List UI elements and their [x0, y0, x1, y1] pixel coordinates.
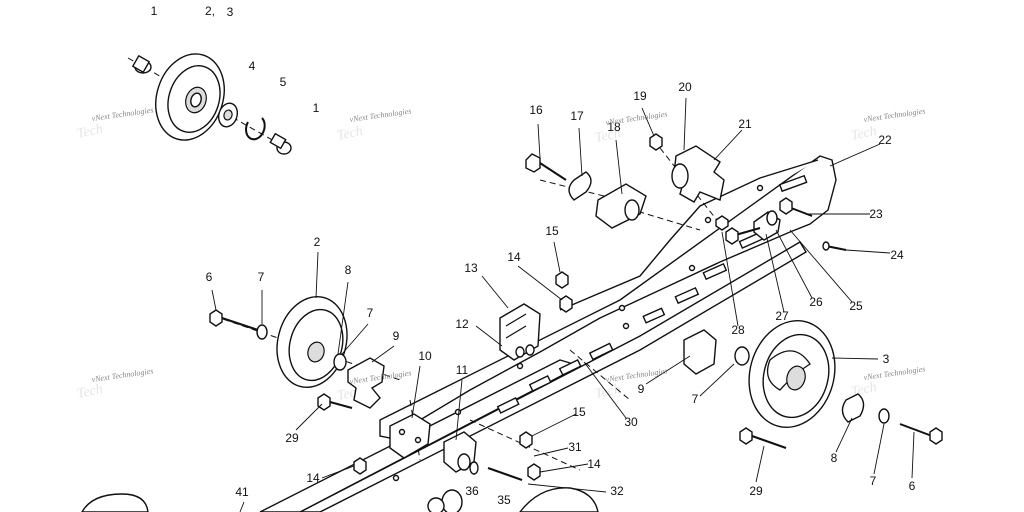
- callout-18-8: 18: [607, 120, 621, 134]
- rail-slots: [496, 174, 808, 414]
- callout-6-25: 6: [206, 270, 213, 284]
- callout-17-7: 17: [570, 109, 584, 123]
- mid-idler-wheel-assembly: [209, 251, 401, 431]
- callout-3-19: 3: [883, 352, 890, 366]
- callout-3-2: 3: [227, 5, 234, 19]
- spacer-36: [441, 489, 463, 512]
- watermark-text: vNext Technologies: [863, 106, 926, 124]
- upper-idler-wheel-assembly: [127, 53, 292, 155]
- bushing-17: [568, 171, 592, 201]
- callout-27-17: 27: [775, 309, 789, 323]
- watermark-text: vNext Technologies: [91, 105, 154, 123]
- callout-10-30: 10: [418, 349, 432, 363]
- callout-21-11: 21: [738, 117, 752, 131]
- callout-14-39: 14: [587, 457, 601, 471]
- callout-32-40: 32: [610, 484, 624, 498]
- callout-41-47: 41: [235, 485, 249, 499]
- callout-7-45: 7: [870, 474, 877, 488]
- callout-9-29: 9: [393, 329, 400, 343]
- callout-11-31: 11: [456, 363, 469, 377]
- bottom-partial-parts: [81, 487, 599, 512]
- callout-13-22: 13: [464, 261, 478, 275]
- callout-5-4: 5: [280, 75, 287, 89]
- washer-7-mid: [333, 353, 347, 371]
- bolt-6-left: [209, 309, 223, 327]
- svg-text:Tech: Tech: [594, 382, 622, 402]
- callout-4-3: 4: [249, 59, 256, 73]
- callout-1-0: 1: [151, 4, 158, 18]
- rear-wheel-3: [748, 320, 879, 428]
- bolt-29-right: [739, 427, 753, 445]
- callout-36-41: 36: [465, 484, 479, 498]
- watermark-text: vNext Technologies: [605, 109, 668, 127]
- callout-23-13: 23: [869, 207, 883, 221]
- callout-14-21: 14: [507, 250, 521, 264]
- callout-1-5: 1: [313, 101, 320, 115]
- callout-31-38: 31: [568, 440, 582, 454]
- svg-text:Tech: Tech: [594, 126, 622, 146]
- callout-30-36: 30: [624, 415, 638, 429]
- svg-text:Tech: Tech: [76, 382, 104, 402]
- callout-28-18: 28: [731, 323, 745, 337]
- callout-6-46: 6: [909, 479, 916, 493]
- rail-lower-bar: [299, 241, 807, 512]
- upper-right-hardware: [525, 97, 891, 327]
- snap-ring-5: [245, 117, 266, 141]
- watermark-text: vNext Technologies: [605, 366, 668, 384]
- nut-14-lower: [527, 463, 541, 481]
- callout-22-12: 22: [878, 133, 892, 147]
- callout-15-20: 15: [545, 224, 559, 238]
- center-hardware: [239, 241, 943, 512]
- callout-29-43: 29: [749, 484, 763, 498]
- bracket-9: [347, 357, 385, 409]
- svg-text:Tech: Tech: [850, 124, 878, 144]
- svg-text:Tech: Tech: [336, 124, 364, 144]
- watermark-text: vNext Technologies: [349, 106, 412, 124]
- callout-9-34: 9: [638, 382, 645, 396]
- callout-14-33: 14: [306, 471, 320, 485]
- callout-15-37: 15: [572, 405, 586, 419]
- bolt-16: [525, 153, 541, 173]
- nut-14-lower-left: [353, 457, 367, 475]
- callout-2-1: 2,: [205, 4, 215, 18]
- callout-16-6: 16: [529, 103, 543, 117]
- callout-7-35: 7: [692, 392, 699, 406]
- nut-14-top: [559, 295, 573, 313]
- callout-29-32: 29: [285, 431, 299, 445]
- callout-19-9: 19: [633, 89, 647, 103]
- bracket-9-right: [683, 329, 717, 375]
- callout-20-10: 20: [678, 80, 692, 94]
- bolt-6-right: [929, 427, 943, 445]
- watermark-text: vNext Technologies: [863, 364, 926, 382]
- callout-7-28: 7: [367, 306, 374, 320]
- spacer-8-right: [841, 393, 865, 423]
- nut-19: [649, 133, 663, 151]
- callout-12-23: 12: [455, 317, 469, 331]
- callout-25-15: 25: [849, 299, 863, 313]
- svg-text:Tech: Tech: [76, 122, 104, 142]
- washer-7-far: [878, 408, 890, 424]
- callout-2-24: 2: [314, 235, 321, 249]
- bolt-29-left: [317, 393, 331, 411]
- callout-24-14: 24: [890, 248, 904, 262]
- callout-8-44: 8: [831, 451, 838, 465]
- callout-8-27: 8: [345, 263, 352, 277]
- nut-15-lower: [519, 431, 533, 449]
- nut-15-top: [555, 271, 569, 289]
- bolt-28: [725, 227, 739, 245]
- washer-7-left: [256, 324, 268, 340]
- callout-26-16: 26: [809, 295, 823, 309]
- callout-7-26: 7: [258, 270, 265, 284]
- watermark-text: vNext Technologies: [91, 366, 154, 384]
- bracket-10: [389, 413, 431, 459]
- washer-7-right: [734, 346, 750, 366]
- callout-35-42: 35: [497, 493, 511, 507]
